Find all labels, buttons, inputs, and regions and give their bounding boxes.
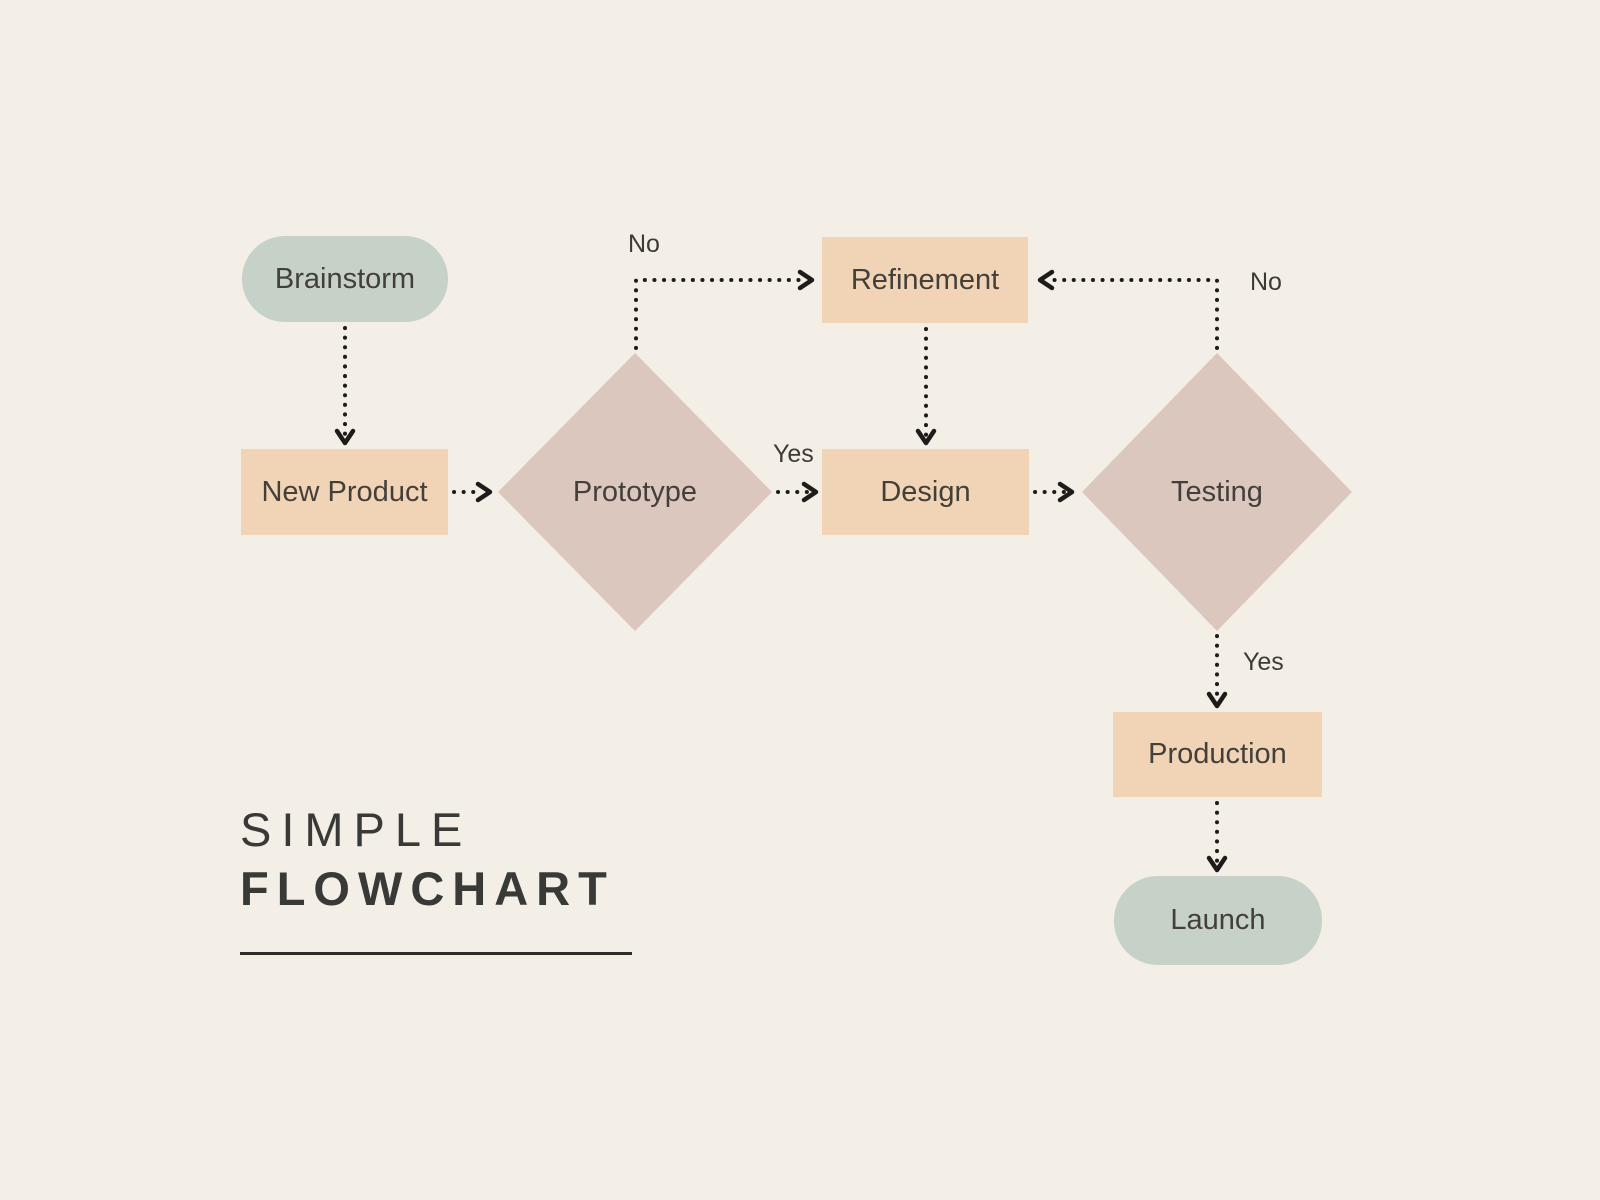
node-testing: Testing (1082, 353, 1352, 631)
arrowhead-right-prototype (475, 481, 493, 503)
edge-label-no-testing: No (1250, 268, 1282, 296)
arrowhead-down-design (915, 428, 937, 446)
title-line-1: SIMPLE (240, 803, 473, 856)
node-refinement-label: Refinement (850, 263, 1000, 296)
edge-label-no-prototype: No (628, 230, 660, 258)
arrowhead-down-production (1206, 691, 1228, 709)
edge-testing-refinement (1046, 278, 1219, 350)
edge-prototype-refinement (634, 278, 806, 350)
arrowhead-right-refinement (797, 269, 815, 291)
node-new-product: New Product (241, 449, 448, 535)
title-line-2: FLOWCHART (240, 862, 615, 915)
node-production: Production (1113, 712, 1322, 797)
arrowhead-down-launch (1206, 855, 1228, 873)
node-brainstorm: Brainstorm (242, 236, 448, 322)
chart-title: SIMPLE FLOWCHART (240, 800, 632, 955)
node-launch-label: Launch (1170, 904, 1266, 936)
arrowhead-right-design (801, 481, 819, 503)
node-new-product-label: New Product (261, 475, 428, 508)
node-testing-label: Testing (1171, 475, 1263, 508)
arrowhead-down-new-product (334, 428, 356, 446)
arrowhead-right-testing (1057, 481, 1075, 503)
node-refinement: Refinement (822, 237, 1028, 323)
node-prototype: Prototype (498, 353, 772, 631)
node-design-label: Design (880, 475, 971, 508)
edge-label-yes-testing: Yes (1243, 648, 1284, 676)
node-design: Design (822, 449, 1029, 535)
arrowhead-left-refinement (1037, 269, 1055, 291)
edge-label-yes-prototype: Yes (773, 440, 814, 468)
node-prototype-label: Prototype (572, 475, 698, 508)
title-underline (240, 952, 632, 955)
node-production-label: Production (1148, 738, 1287, 770)
node-launch: Launch (1114, 876, 1322, 965)
node-brainstorm-label: Brainstorm (274, 262, 416, 295)
